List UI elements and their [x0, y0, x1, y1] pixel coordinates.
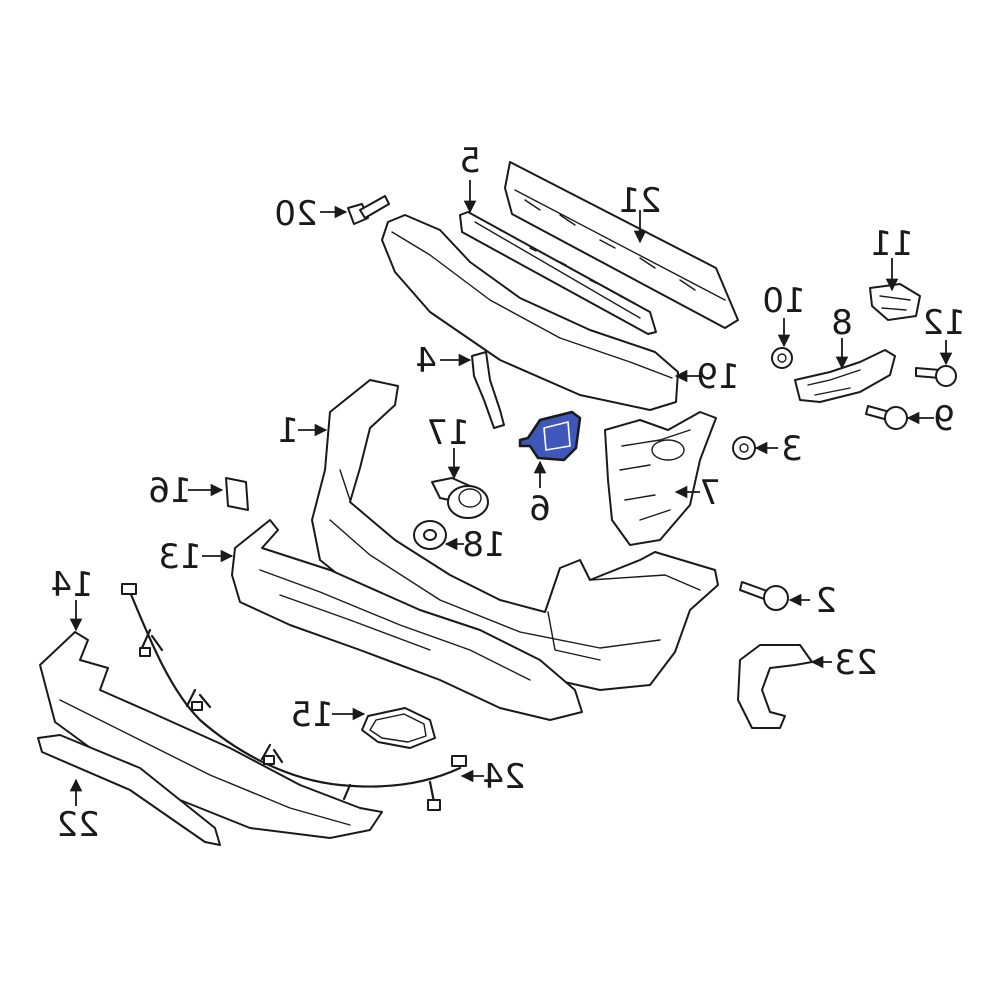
- callout-1: 1: [277, 411, 299, 451]
- part-11-clip[interactable]: [869, 283, 921, 321]
- part-7-side-bracket[interactable]: [604, 411, 717, 546]
- callout-20: 20: [274, 194, 317, 234]
- part-15-exhaust-trim[interactable]: [361, 707, 436, 749]
- callout-19: 19: [696, 357, 739, 397]
- callout-14: 14: [50, 565, 93, 605]
- part-2-push-pin[interactable]: [739, 581, 789, 611]
- part-19-impact-bar[interactable]: [381, 214, 679, 411]
- callout-5: 5: [459, 141, 481, 181]
- callout-4: 4: [415, 341, 437, 381]
- part-13-lower-absorber[interactable]: [231, 519, 583, 721]
- part-18-sensor-ring[interactable]: [413, 520, 447, 550]
- part-10-nut[interactable]: [771, 347, 793, 369]
- part-3-nut[interactable]: [732, 436, 756, 460]
- callout-22: 22: [56, 805, 99, 845]
- part-17-parking-sensor[interactable]: [431, 477, 489, 519]
- part-23-arch-trim[interactable]: [737, 644, 813, 729]
- callout-11: 11: [870, 224, 913, 264]
- callout-13: 13: [158, 537, 201, 577]
- callout-2: 2: [815, 581, 837, 621]
- part-22-trim-strip[interactable]: [37, 734, 221, 846]
- callout-17: 17: [426, 413, 469, 453]
- part-4-bracket[interactable]: [471, 351, 505, 429]
- callout-8: 8: [831, 303, 853, 343]
- callout-9: 9: [933, 399, 955, 439]
- part-8-guide-bracket[interactable]: [794, 349, 896, 403]
- callout-16: 16: [148, 471, 191, 511]
- callout-15: 15: [290, 695, 333, 735]
- callout-24: 24: [482, 757, 525, 797]
- leader-lines: [69, 180, 953, 806]
- callout-10: 10: [762, 281, 805, 321]
- callout-23: 23: [834, 643, 877, 683]
- callout-7: 7: [699, 473, 721, 513]
- part-16-pad[interactable]: [225, 477, 249, 511]
- part-21-energy-absorber[interactable]: [504, 161, 739, 329]
- callout-3: 3: [781, 429, 803, 469]
- part-6-trim-cover[interactable]: [518, 410, 582, 462]
- part-24-wiring-harness[interactable]: [121, 583, 467, 811]
- callout-labels: 5 21 20 11 10 8 12 4 19 1 9 3 17 6 16 7 …: [50, 141, 965, 845]
- part-9-push-pin[interactable]: [865, 405, 908, 430]
- callout-6: 6: [529, 489, 551, 529]
- callout-21: 21: [618, 181, 661, 221]
- callout-12: 12: [922, 303, 965, 343]
- callout-18: 18: [462, 525, 505, 565]
- part-12-push-pin[interactable]: [915, 365, 957, 387]
- part-20-bolt[interactable]: [347, 195, 390, 225]
